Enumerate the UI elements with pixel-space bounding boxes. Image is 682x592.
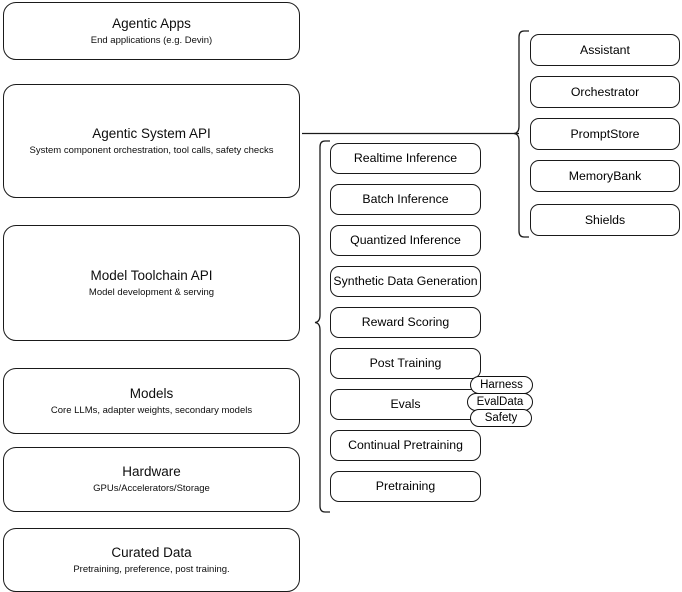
component-label: Continual Pretraining <box>348 438 463 452</box>
layer-title: Curated Data <box>111 544 192 560</box>
component-label: Pretraining <box>375 479 436 493</box>
component-label: Orchestrator <box>570 84 640 99</box>
toolchain-component-post-training[interactable]: Post Training <box>330 348 481 379</box>
component-label: MemoryBank <box>568 168 642 183</box>
layer-agentic-system-api[interactable]: Agentic System API System component orch… <box>3 84 300 198</box>
component-label: Shields <box>584 212 626 227</box>
toolchain-component-pretraining[interactable]: Pretraining <box>330 471 481 502</box>
layer-subtitle: Pretraining, preference, post training. <box>73 563 230 575</box>
toolchain-component-reward-scoring[interactable]: Reward Scoring <box>330 307 481 338</box>
layer-hardware[interactable]: Hardware GPUs/Accelerators/Storage <box>3 447 300 512</box>
system-component-shields[interactable]: Shields <box>530 204 680 236</box>
toolchain-component-batch-inference[interactable]: Batch Inference <box>330 184 481 215</box>
system-component-promptstore[interactable]: PromptStore <box>530 118 680 150</box>
component-label: Harness <box>480 379 523 391</box>
layer-title: Model Toolchain API <box>90 267 213 283</box>
toolchain-component-continual-pretraining[interactable]: Continual Pretraining <box>330 430 481 461</box>
layer-subtitle: GPUs/Accelerators/Storage <box>93 483 210 494</box>
layer-title: Agentic Apps <box>112 15 191 31</box>
component-label: Assistant <box>580 42 630 57</box>
toolchain-component-synthetic-data-generation[interactable]: Synthetic Data Generation <box>330 266 481 297</box>
component-label: Realtime Inference <box>353 151 458 165</box>
layer-subtitle: System component orchestration, tool cal… <box>29 144 274 156</box>
system-component-memorybank[interactable]: MemoryBank <box>530 160 680 192</box>
layer-model-toolchain-api[interactable]: Model Toolchain API Model development & … <box>3 225 300 341</box>
layer-subtitle: Core LLMs, adapter weights, secondary mo… <box>50 404 253 416</box>
layer-title: Models <box>129 385 174 401</box>
component-label: Synthetic Data Generation <box>333 274 478 288</box>
layer-subtitle: Model development & serving <box>88 286 215 298</box>
component-label: Safety <box>484 412 518 424</box>
eval-subcomponent-safety[interactable]: Safety <box>470 409 532 427</box>
component-label: EvalData <box>476 396 524 408</box>
eval-subcomponent-harness[interactable]: Harness <box>470 376 533 394</box>
component-label: Quantized Inference <box>350 233 461 247</box>
component-label: Evals <box>390 397 421 411</box>
layer-curated-data[interactable]: Curated Data Pretraining, preference, po… <box>3 528 300 592</box>
component-label: PromptStore <box>570 126 640 141</box>
toolchain-components-brace <box>314 140 330 513</box>
system-component-assistant[interactable]: Assistant <box>530 34 680 66</box>
system-component-orchestrator[interactable]: Orchestrator <box>530 76 680 108</box>
toolchain-component-quantized-inference[interactable]: Quantized Inference <box>330 225 481 256</box>
layer-agentic-apps[interactable]: Agentic Apps End applications (e.g. Devi… <box>3 2 300 60</box>
toolchain-component-realtime-inference[interactable]: Realtime Inference <box>330 143 481 174</box>
layer-title: Hardware <box>122 464 181 479</box>
system-components-brace <box>513 30 529 238</box>
component-label: Batch Inference <box>362 192 449 206</box>
layer-title: Agentic System API <box>92 125 211 141</box>
component-label: Reward Scoring <box>361 315 450 329</box>
layer-models[interactable]: Models Core LLMs, adapter weights, secon… <box>3 368 300 434</box>
layer-subtitle: End applications (e.g. Devin) <box>90 34 213 46</box>
toolchain-component-evals[interactable]: Evals <box>330 389 481 420</box>
component-label: Post Training <box>369 356 442 370</box>
